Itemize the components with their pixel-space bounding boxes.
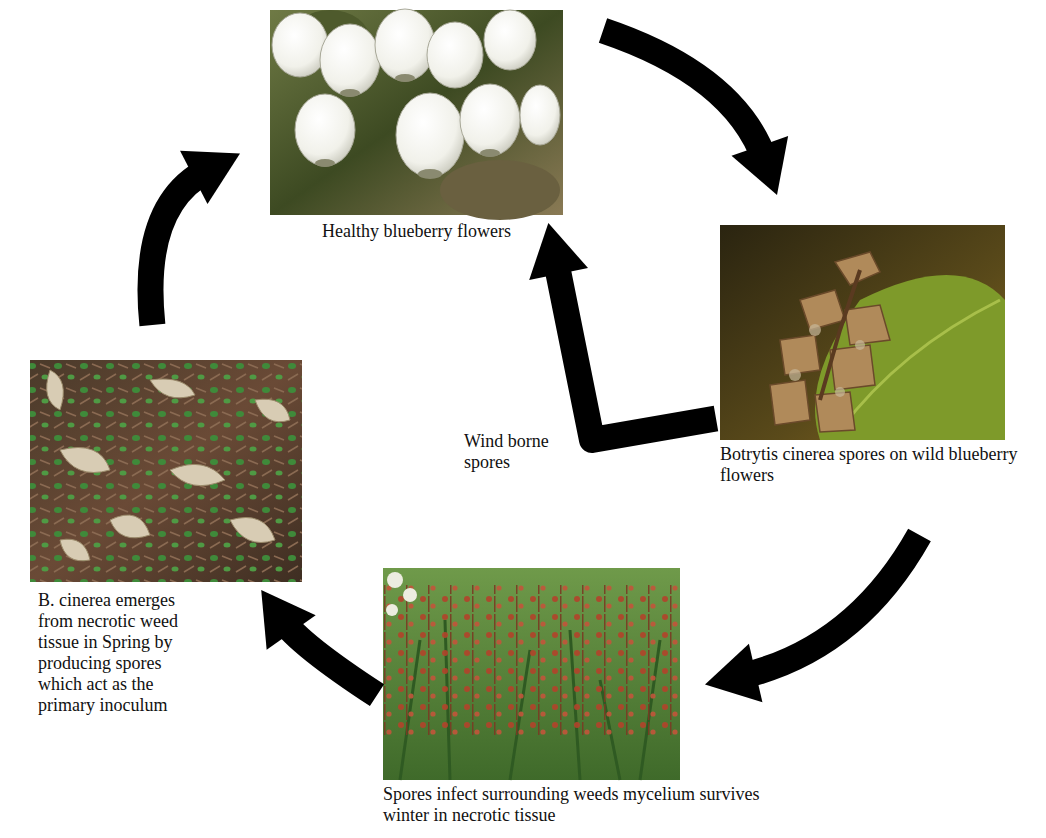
cycle-arrow: [603, 31, 788, 196]
arrow-shaft: [150, 170, 207, 325]
photo-panel: B. cinerea emerges from necrotic weed ti…: [30, 360, 302, 582]
arrow-shaft: [740, 535, 919, 676]
arrow-head: [529, 223, 588, 280]
photo-panel: Healthy blueberry flowers: [270, 10, 563, 215]
photo-caption: Botrytis cinerea spores on wild blueberr…: [720, 444, 1020, 486]
photo-caption: Healthy blueberry flowers: [270, 221, 563, 242]
arrow-shaft: [282, 620, 377, 695]
arrow-shaft: [556, 259, 716, 440]
photo-caption: B. cinerea emerges from necrotic weed ti…: [38, 590, 206, 716]
arrow-head: [705, 644, 762, 702]
cycle-arrow: [705, 535, 920, 702]
arrow-shaft: [603, 31, 765, 161]
arrow-head: [732, 136, 789, 195]
photo-panel: Botrytis cinerea spores on wild blueberr…: [720, 225, 1005, 440]
arrow-head: [261, 590, 315, 650]
cycle-arrow: [529, 223, 716, 440]
arrow-head: [180, 151, 240, 204]
photo-panel: Spores infect surrounding weeds mycelium…: [383, 568, 680, 780]
cycle-arrow: [150, 151, 240, 325]
photo-caption: Spores infect surrounding weeds mycelium…: [383, 784, 803, 826]
arrow-label: Wind borne spores: [462, 430, 566, 474]
cycle-arrow: [261, 590, 377, 695]
